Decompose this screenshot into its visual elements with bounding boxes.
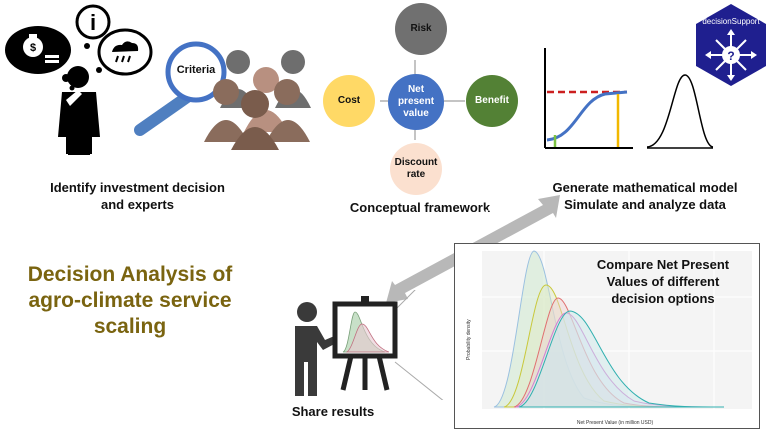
weather-icon bbox=[112, 41, 139, 63]
easel-icon bbox=[332, 296, 398, 391]
weather-bubble bbox=[97, 28, 153, 76]
density-option-2 bbox=[503, 284, 675, 408]
thinking-person-icon bbox=[58, 66, 100, 155]
model-chart-icon bbox=[544, 48, 714, 149]
criteria-label: Criteria bbox=[176, 64, 216, 76]
info-bubble bbox=[75, 4, 111, 40]
density-option-5 bbox=[518, 310, 725, 408]
cost-node: Cost bbox=[323, 75, 375, 127]
info-icon: i bbox=[90, 10, 96, 35]
caption-model: Generate mathematical model Simulate and… bbox=[552, 180, 738, 212]
risk-node: Risk bbox=[395, 3, 447, 55]
caption-framework: Conceptual framework bbox=[349, 200, 491, 215]
svg-text:?: ? bbox=[727, 49, 734, 63]
svg-text:$: $ bbox=[30, 42, 36, 54]
decision-support-logo: ? bbox=[696, 4, 766, 86]
main-title: Decision Analysis of agro-climate servic… bbox=[27, 263, 233, 338]
caption-share: Share results bbox=[291, 404, 375, 419]
money-bag-icon: $ bbox=[23, 34, 59, 63]
caption-identify: Identify investment decision and experts bbox=[50, 180, 225, 212]
question-compass-icon bbox=[705, 29, 757, 81]
presenter-icon bbox=[295, 302, 342, 396]
logo-label: decisionSupport bbox=[702, 17, 760, 26]
npv-node: Net present value bbox=[388, 74, 444, 130]
density-option-3 bbox=[513, 297, 695, 408]
benefit-node: Benefit bbox=[466, 75, 518, 127]
plot-ylabel: Probability density bbox=[466, 319, 472, 360]
decision-maker-illustration: $ i bbox=[5, 4, 311, 155]
npv-density-plot bbox=[454, 243, 760, 429]
density-option-4 bbox=[515, 312, 710, 408]
plot-xlabel: Net Present Value (in million USD) bbox=[576, 420, 654, 426]
caption-compare: Compare Net Present Values of different … bbox=[596, 257, 730, 306]
discount-rate-node: Discount rate bbox=[390, 143, 442, 195]
magnifier-icon bbox=[134, 41, 227, 136]
presenter-illustration bbox=[295, 290, 444, 400]
experts-group-icon bbox=[204, 50, 311, 150]
